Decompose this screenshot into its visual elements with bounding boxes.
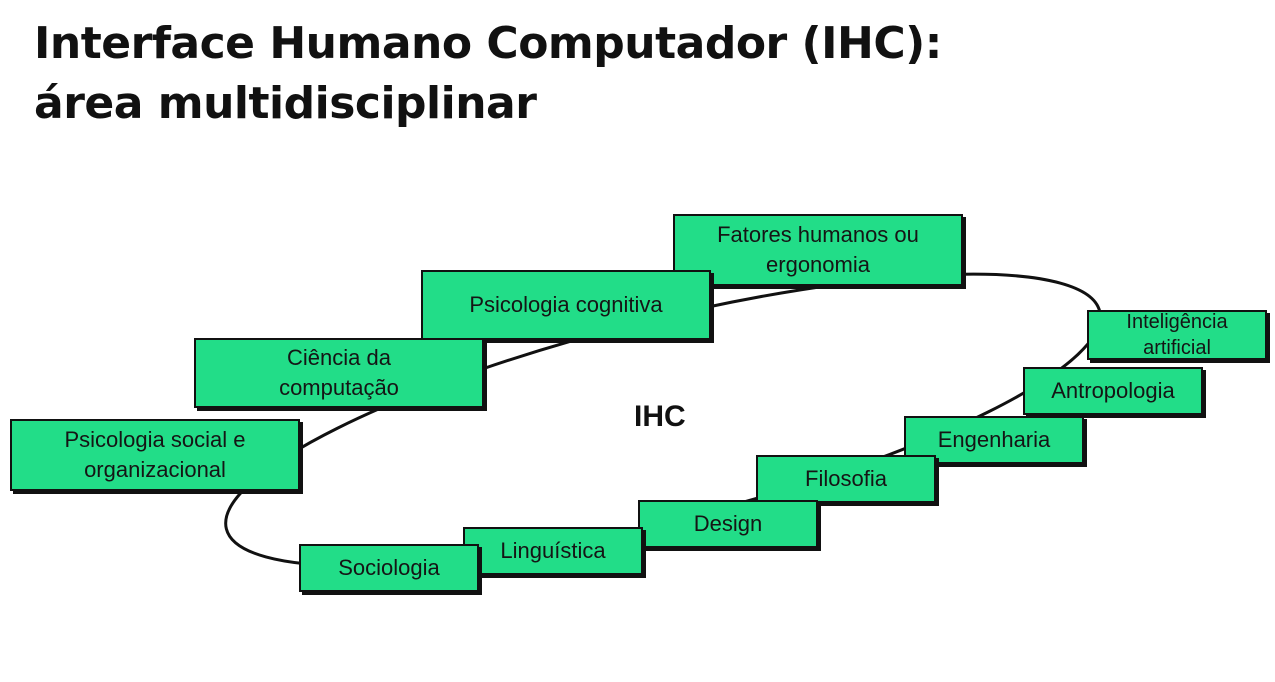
box-fatores-humanos: Fatores humanos ou ergonomia [673,214,963,286]
title-line-1: Interface Humano Computador (IHC): [34,18,942,69]
box-ciencia-computacao: Ciência da computação [194,338,484,408]
ihc-center-label: IHC [634,400,686,433]
box-sociologia-label: Sociologia [338,555,440,580]
title-line-2: área multidisciplinar [34,78,537,129]
box-filosofia-label: Filosofia [805,466,887,491]
box-design: Design [638,500,818,548]
box-sociologia: Sociologia [299,544,479,592]
box-design-label: Design [693,511,763,536]
box-linguistica-label: Linguística [500,538,606,563]
box-inteligencia-artificial-label: Inteligência artificial [1126,311,1228,359]
page-title: Interface Humano Computador (IHC): área … [34,14,942,134]
box-psicologia-cognitiva: Psicologia cognitiva [421,270,711,340]
box-engenharia-label: Engenharia [937,427,1051,452]
box-psicologia-cognitiva-label: Psicologia cognitiva [469,292,663,317]
box-fatores-humanos-label: Fatores humanos ou ergonomia [717,222,919,277]
box-linguistica: Linguística [463,527,643,575]
box-psicologia-social: Psicologia social e organizacional [10,419,300,491]
box-ciencia-computacao-label: Ciência da computação [279,345,399,400]
box-antropologia: Antropologia [1023,367,1203,415]
box-inteligencia-artificial: Inteligência artificial [1087,310,1267,360]
box-antropologia-label: Antropologia [1051,378,1175,403]
box-filosofia: Filosofia [756,455,936,503]
box-psicologia-social-label: Psicologia social e organizacional [64,427,246,482]
